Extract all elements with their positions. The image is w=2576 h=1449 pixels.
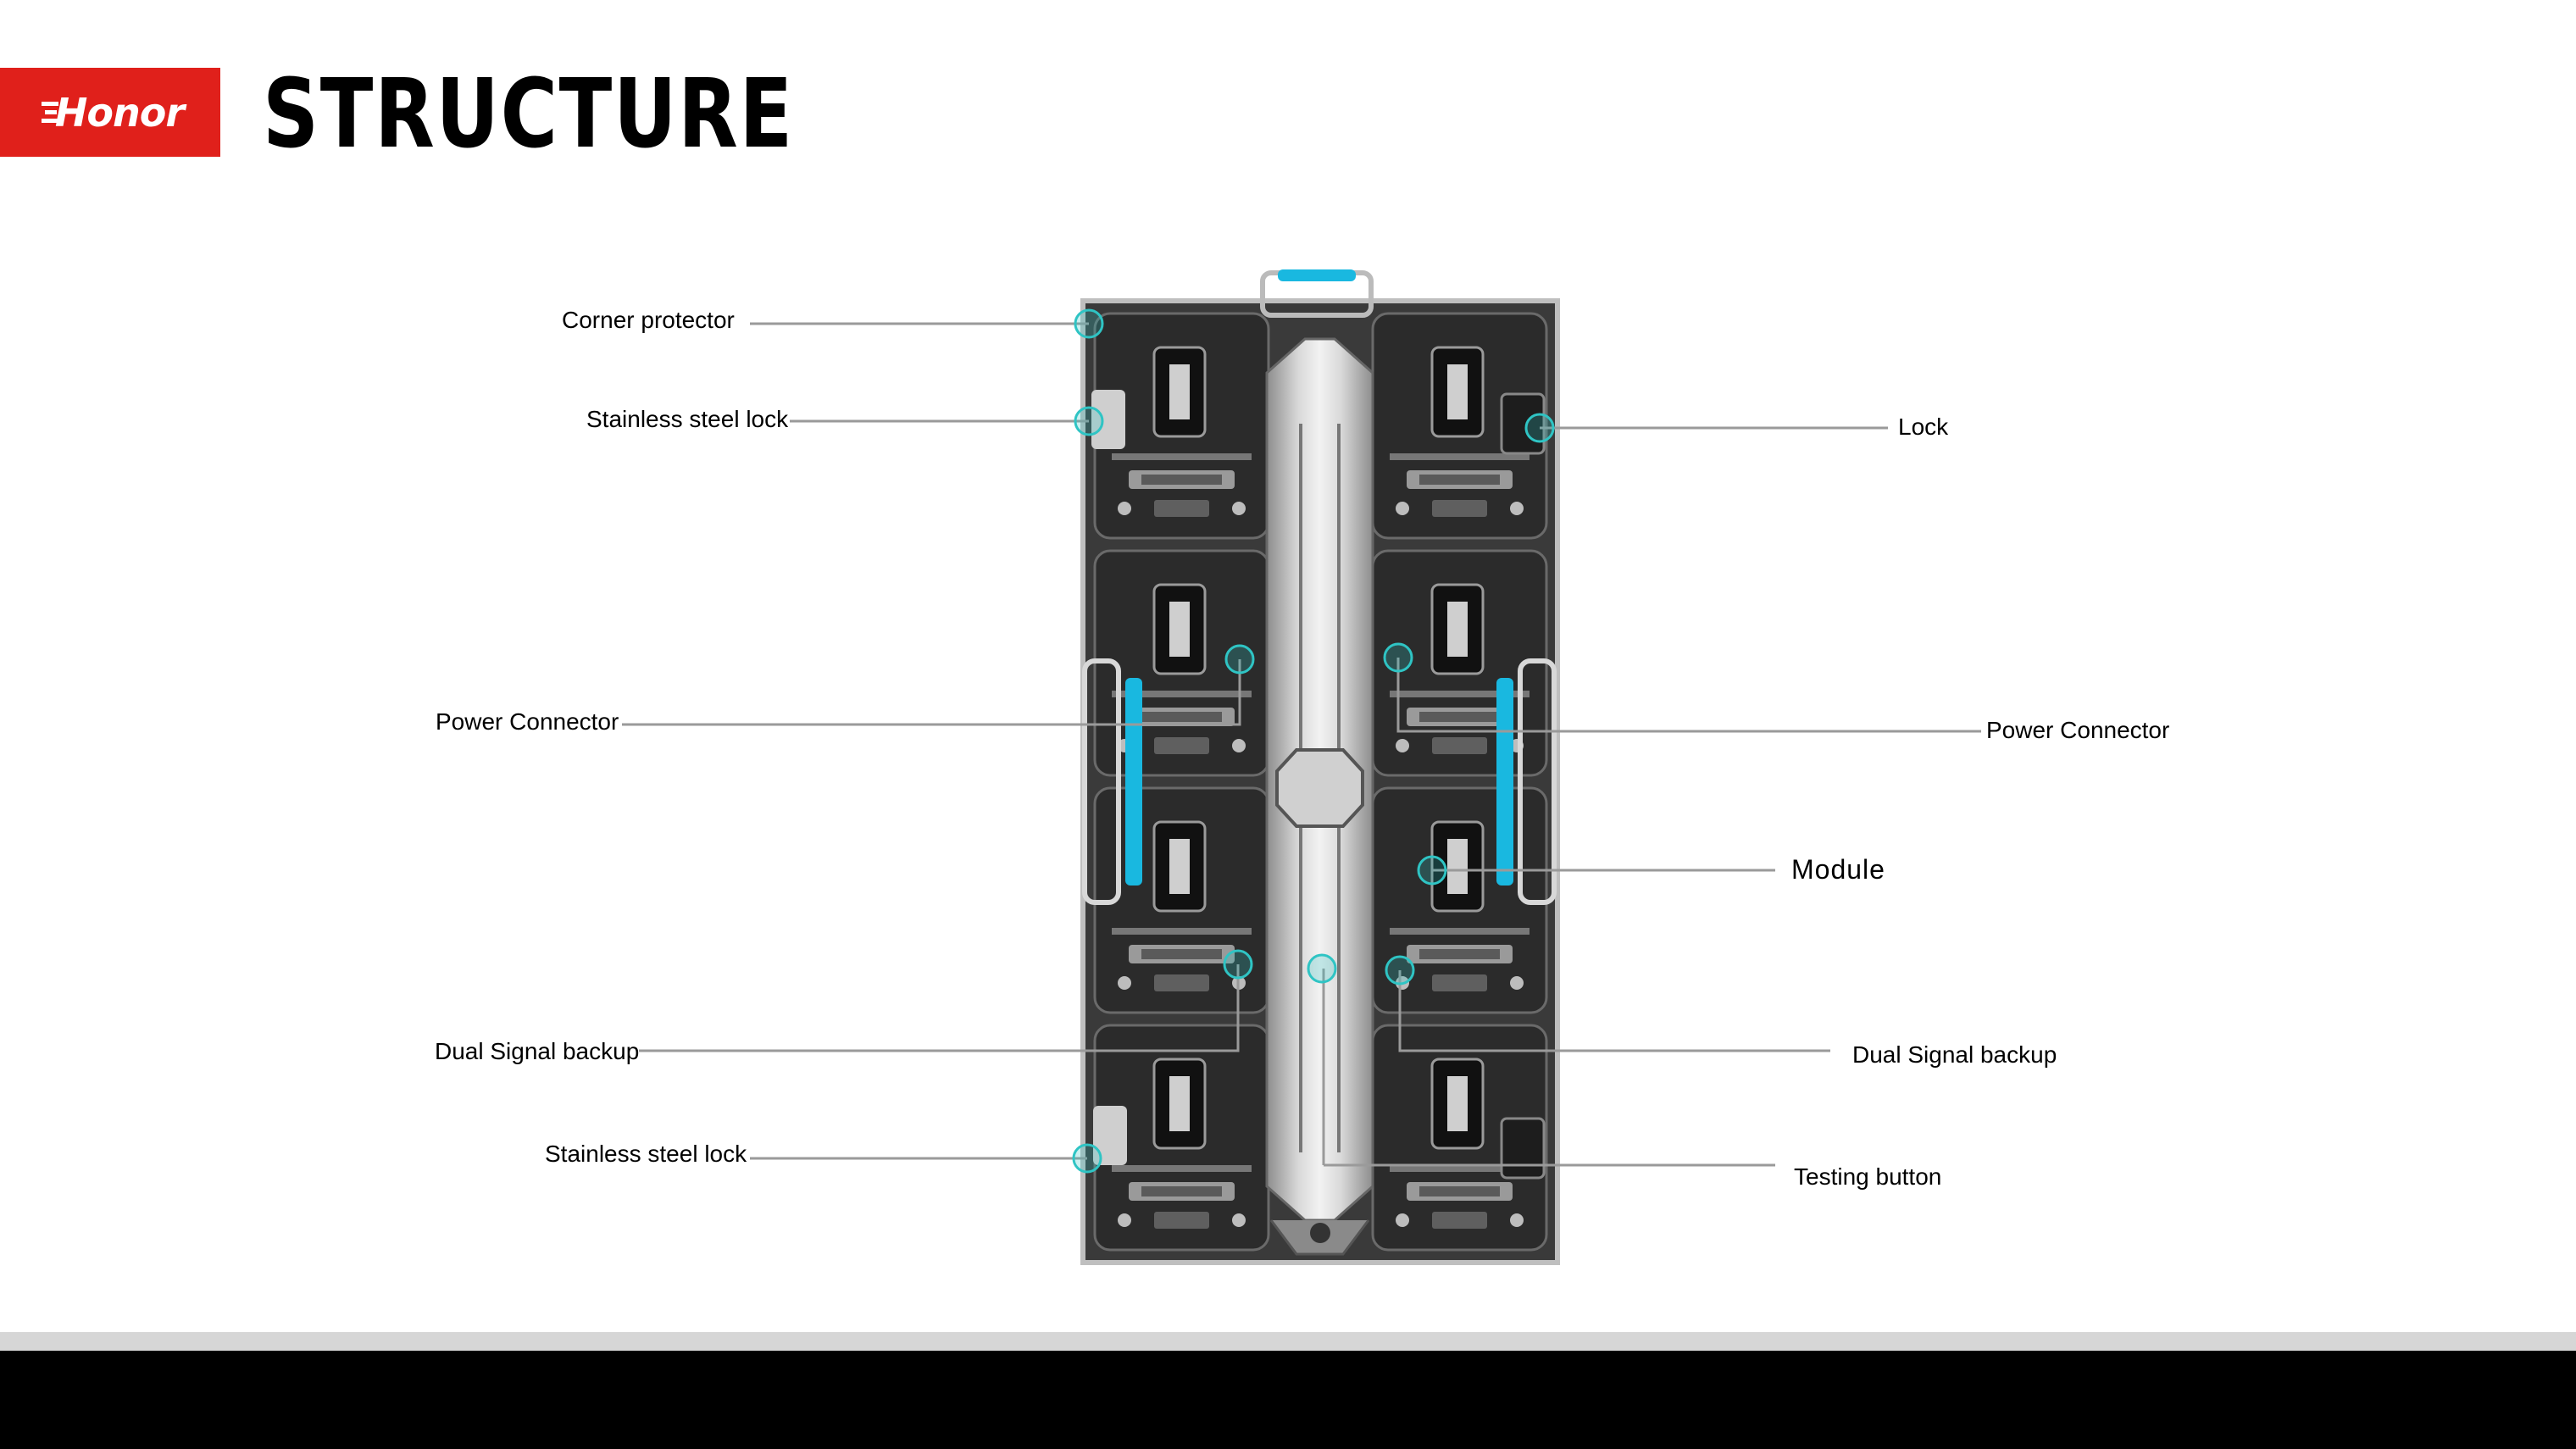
- label-lock: Lock: [1898, 414, 1949, 440]
- top-handle: [1260, 269, 1374, 318]
- bottom-right-lock: [1500, 1117, 1546, 1180]
- power-connector-right-marker: [1383, 642, 1413, 673]
- left-side-handle: [1082, 658, 1142, 905]
- led-cabinet: [1080, 269, 1560, 1265]
- bottom-left-lock: [1093, 1106, 1127, 1165]
- label-corner-protector: Corner protector: [562, 307, 735, 333]
- label-dual-signal-left: Dual Signal backup: [435, 1038, 640, 1064]
- hotspot-markers: [1072, 308, 1555, 1174]
- page-title: STRUCTURE: [263, 59, 794, 169]
- speed-lines-icon: [36, 97, 58, 127]
- power-connector-left-marker: [1224, 644, 1255, 675]
- testing-button-marker: [1307, 953, 1337, 984]
- label-power-connector-left: Power Connector: [436, 708, 619, 735]
- logo-text: Honor: [54, 89, 185, 136]
- stainless-lock-top-marker: [1074, 406, 1104, 436]
- top-left-lock: [1091, 390, 1125, 449]
- label-stainless-lock-top: Stainless steel lock: [586, 406, 789, 432]
- label-module: Module: [1791, 854, 1885, 885]
- corner-protector-marker: [1074, 308, 1104, 339]
- label-dual-signal-right: Dual Signal backup: [1852, 1041, 2057, 1068]
- lock-marker: [1524, 413, 1555, 443]
- center-spine: [1265, 337, 1374, 1256]
- callout-lines: [622, 322, 1981, 1167]
- label-stainless-lock-bottom: Stainless steel lock: [545, 1141, 747, 1167]
- honor-logo: Honor: [0, 68, 220, 157]
- label-power-connector-right: Power Connector: [1986, 717, 2170, 743]
- dual-signal-right-marker: [1385, 955, 1415, 985]
- right-side-handle: [1496, 658, 1557, 905]
- logo-wordmark: Honor: [36, 89, 185, 136]
- dual-signal-left-marker: [1223, 949, 1253, 980]
- footer-bar: [0, 1351, 2576, 1449]
- footer-divider: [0, 1332, 2576, 1351]
- module-marker: [1417, 855, 1447, 886]
- label-testing-button: Testing button: [1794, 1163, 1942, 1190]
- stainless-lock-bottom-marker: [1072, 1143, 1102, 1174]
